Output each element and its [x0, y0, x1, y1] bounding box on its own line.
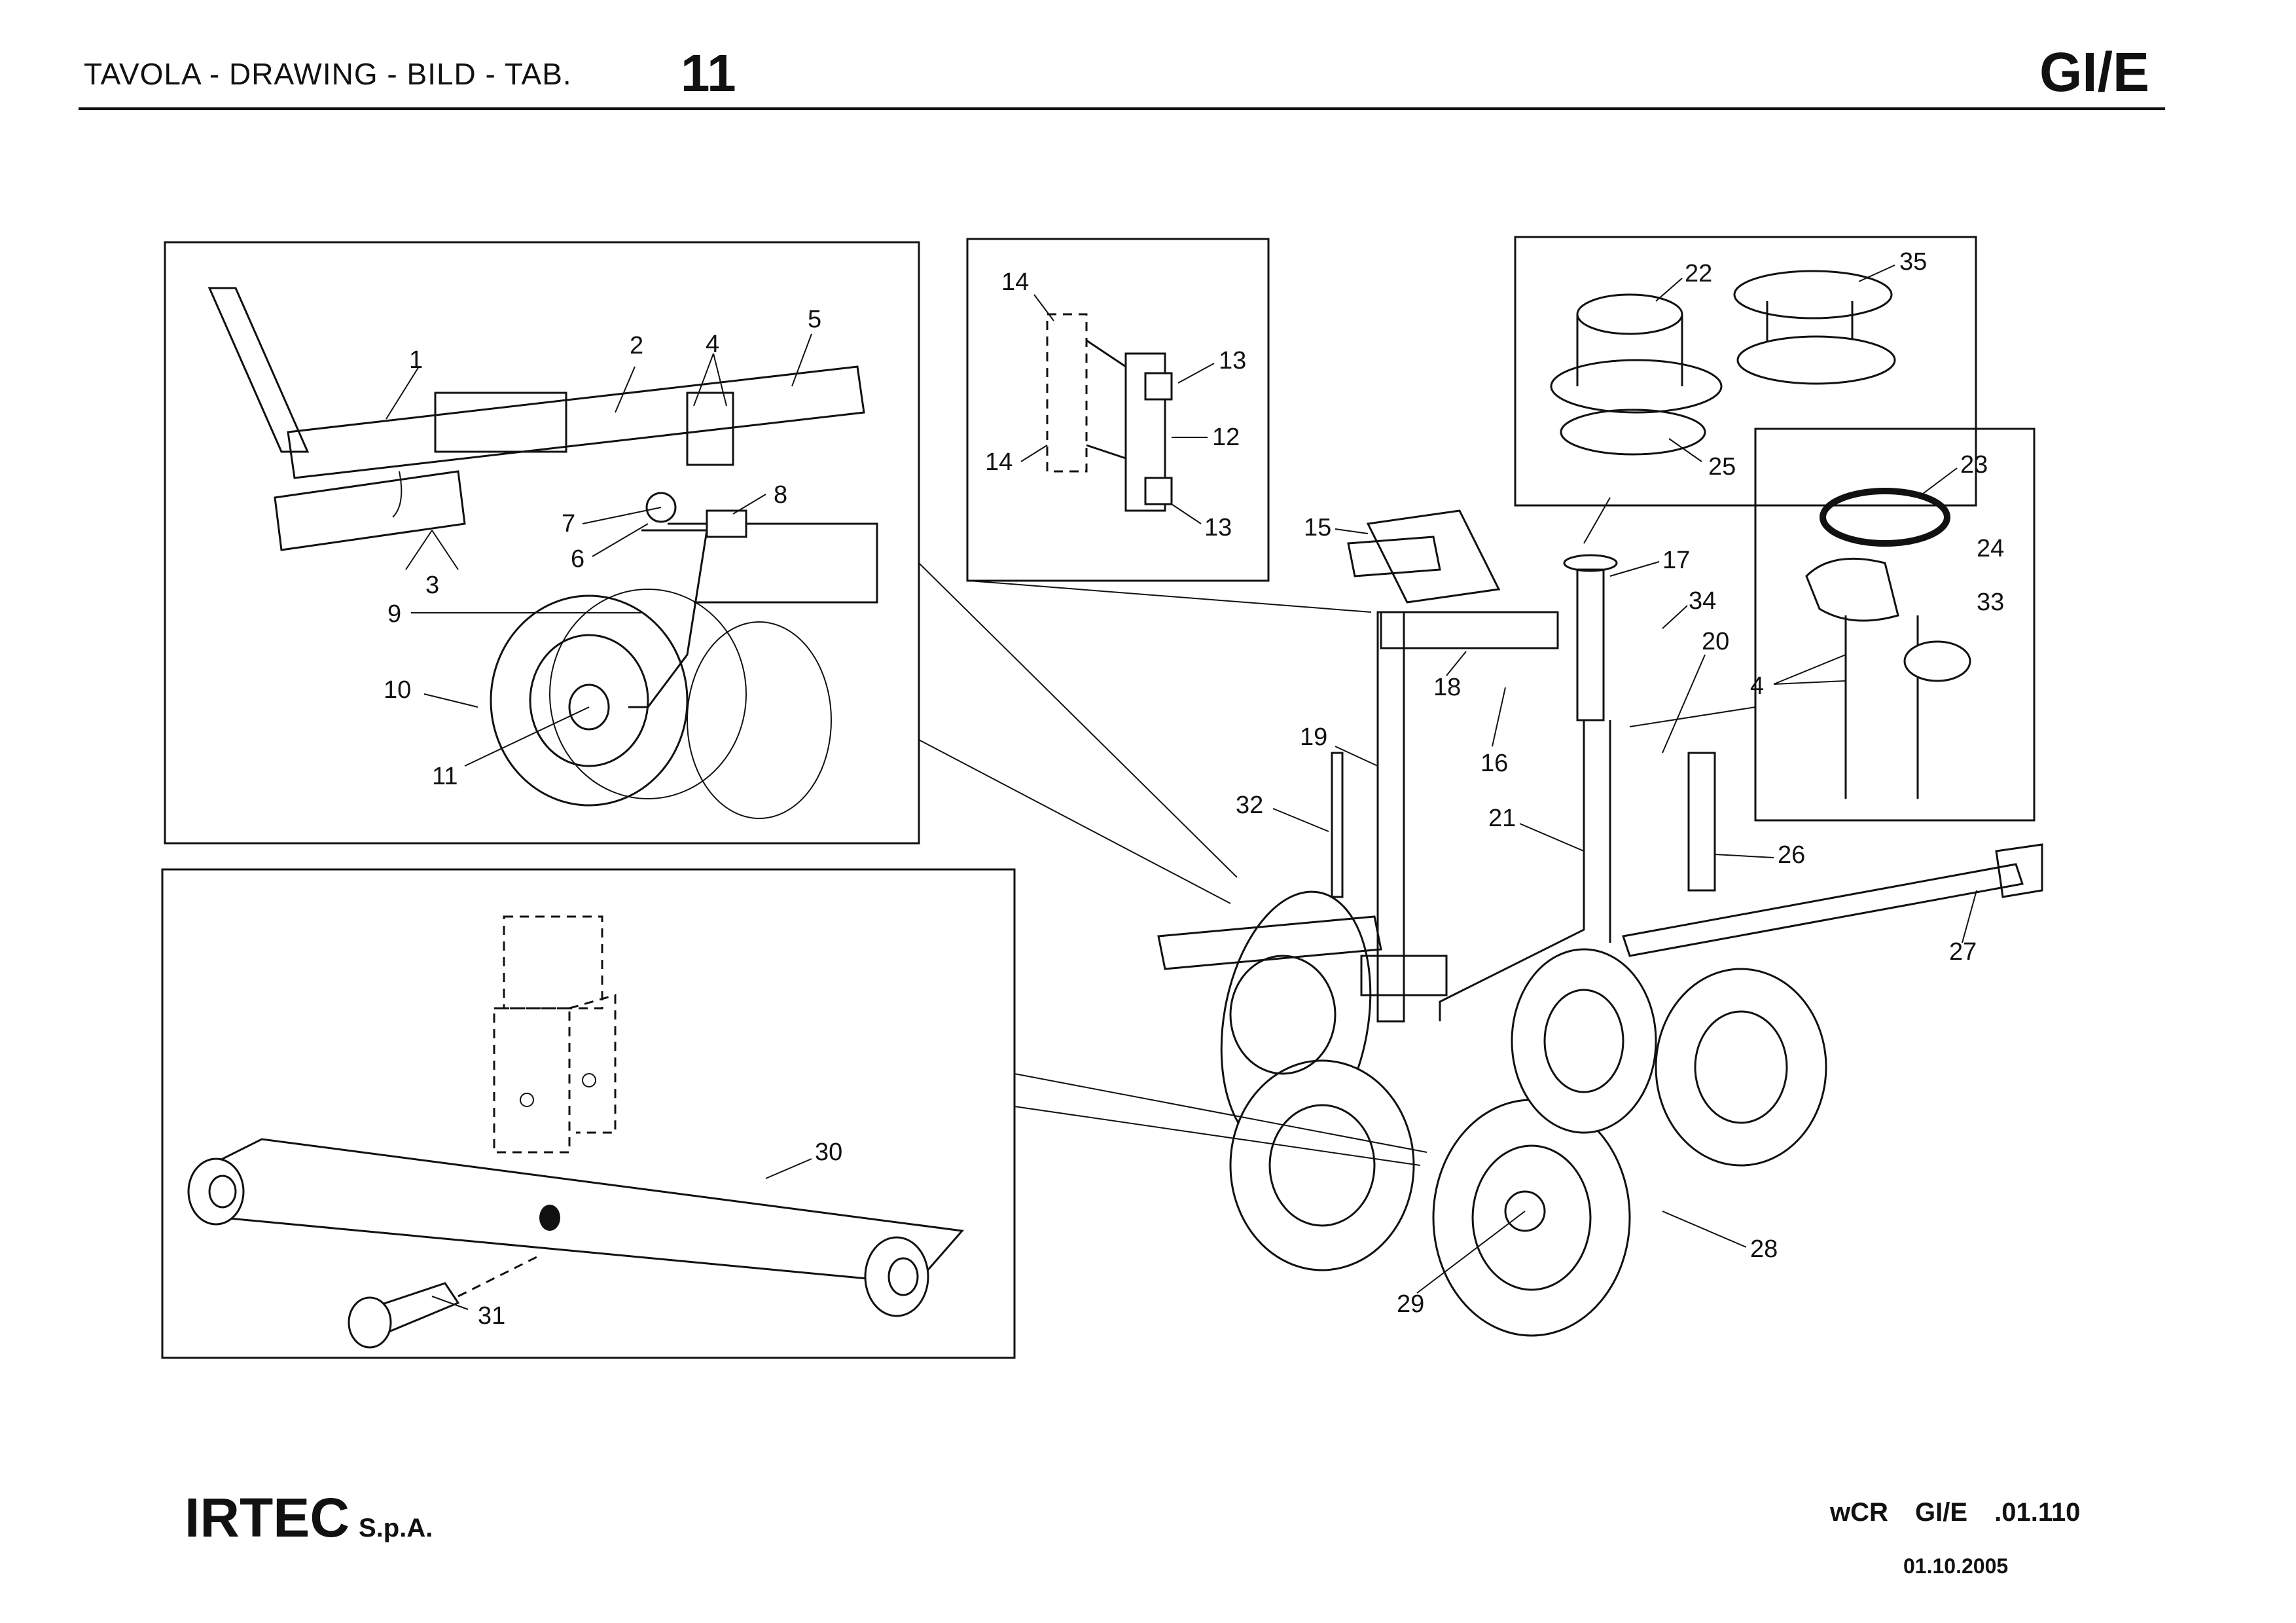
callout-1: 1 — [409, 346, 423, 374]
callout-24: 24 — [1977, 535, 2004, 562]
callout-10: 10 — [384, 676, 411, 704]
callout-29: 29 — [1397, 1290, 1424, 1318]
callout-18: 18 — [1433, 674, 1461, 701]
callout-14b: 14 — [985, 448, 1013, 476]
callout-35: 35 — [1899, 248, 1927, 276]
callout-group-axle: 30 31 — [431, 1139, 842, 1330]
company-suffix: S.p.A. — [359, 1514, 433, 1542]
callout-4b: 4 — [1750, 672, 1764, 700]
callout-group-main: 15 17 34 20 18 16 19 32 21 26 27 28 29 — [1236, 514, 1977, 1318]
document-code: wCR GI/E .01.110 — [1830, 1498, 2081, 1527]
callout-13a: 13 — [1219, 347, 1246, 374]
callout-28: 28 — [1750, 1235, 1778, 1263]
callout-3: 3 — [425, 572, 439, 599]
callout-group-clamp: 14 13 12 14 13 — [985, 268, 1246, 541]
wheel-assembly-illustration — [207, 287, 878, 819]
callout-13b: 13 — [1204, 514, 1232, 541]
callout-17: 17 — [1662, 547, 1690, 574]
callout-33: 33 — [1977, 589, 2004, 616]
table-number: 11 — [681, 44, 736, 102]
callout-30: 30 — [815, 1139, 842, 1166]
callout-6: 6 — [571, 545, 584, 573]
document-date: 01.10.2005 — [1903, 1554, 2009, 1578]
leader-lines-detail — [918, 497, 1756, 1166]
callout-27: 27 — [1949, 938, 1977, 966]
callout-5: 5 — [808, 306, 821, 333]
main-wheels-illustration — [1220, 890, 1827, 1337]
callout-9: 9 — [387, 600, 401, 628]
detail-box-axle — [161, 868, 1016, 1359]
coupling-illustration — [1805, 488, 1971, 799]
detail-box-clamp — [966, 238, 1270, 582]
company-name: IRTEC S.p.A. — [185, 1486, 433, 1550]
model-code: GI/E — [2039, 41, 2149, 103]
callout-4a: 4 — [706, 331, 719, 358]
callout-12: 12 — [1212, 424, 1240, 451]
drawing-label: TAVOLA - DRAWING - BILD - TAB. — [84, 57, 572, 91]
callout-21: 21 — [1488, 805, 1516, 832]
callout-2: 2 — [630, 332, 643, 359]
callout-group-flange: 22 35 25 — [1655, 248, 1927, 481]
callout-26: 26 — [1778, 841, 1805, 869]
callout-22: 22 — [1685, 260, 1712, 287]
callout-34: 34 — [1689, 587, 1716, 615]
company-name-text: IRTEC — [185, 1487, 350, 1548]
callout-25: 25 — [1708, 453, 1736, 481]
callout-32: 32 — [1236, 792, 1263, 819]
callout-8: 8 — [774, 481, 787, 509]
main-frame-illustration — [1157, 509, 2043, 1023]
detail-box-flange — [1514, 236, 1977, 507]
detail-box-wheel — [164, 241, 920, 845]
clamp-illustration — [1046, 313, 1173, 512]
callout-14a: 14 — [1001, 268, 1029, 296]
callout-16: 16 — [1480, 750, 1508, 777]
detail-box-coupling — [1754, 428, 2036, 822]
callout-group-wheel: 1 2 5 4 7 8 6 3 9 10 11 — [384, 306, 821, 790]
axle-illustration — [187, 915, 964, 1349]
callout-23: 23 — [1960, 451, 1988, 479]
callout-7: 7 — [562, 510, 575, 538]
callout-11: 11 — [432, 763, 457, 790]
callout-31: 31 — [478, 1302, 505, 1330]
callout-group-coupling: 23 24 33 4 — [1750, 451, 2004, 700]
header-rule — [79, 107, 2165, 110]
callout-20: 20 — [1702, 628, 1729, 655]
callout-19: 19 — [1300, 723, 1327, 751]
flange-illustration — [1550, 270, 1896, 456]
callout-15: 15 — [1304, 514, 1331, 541]
